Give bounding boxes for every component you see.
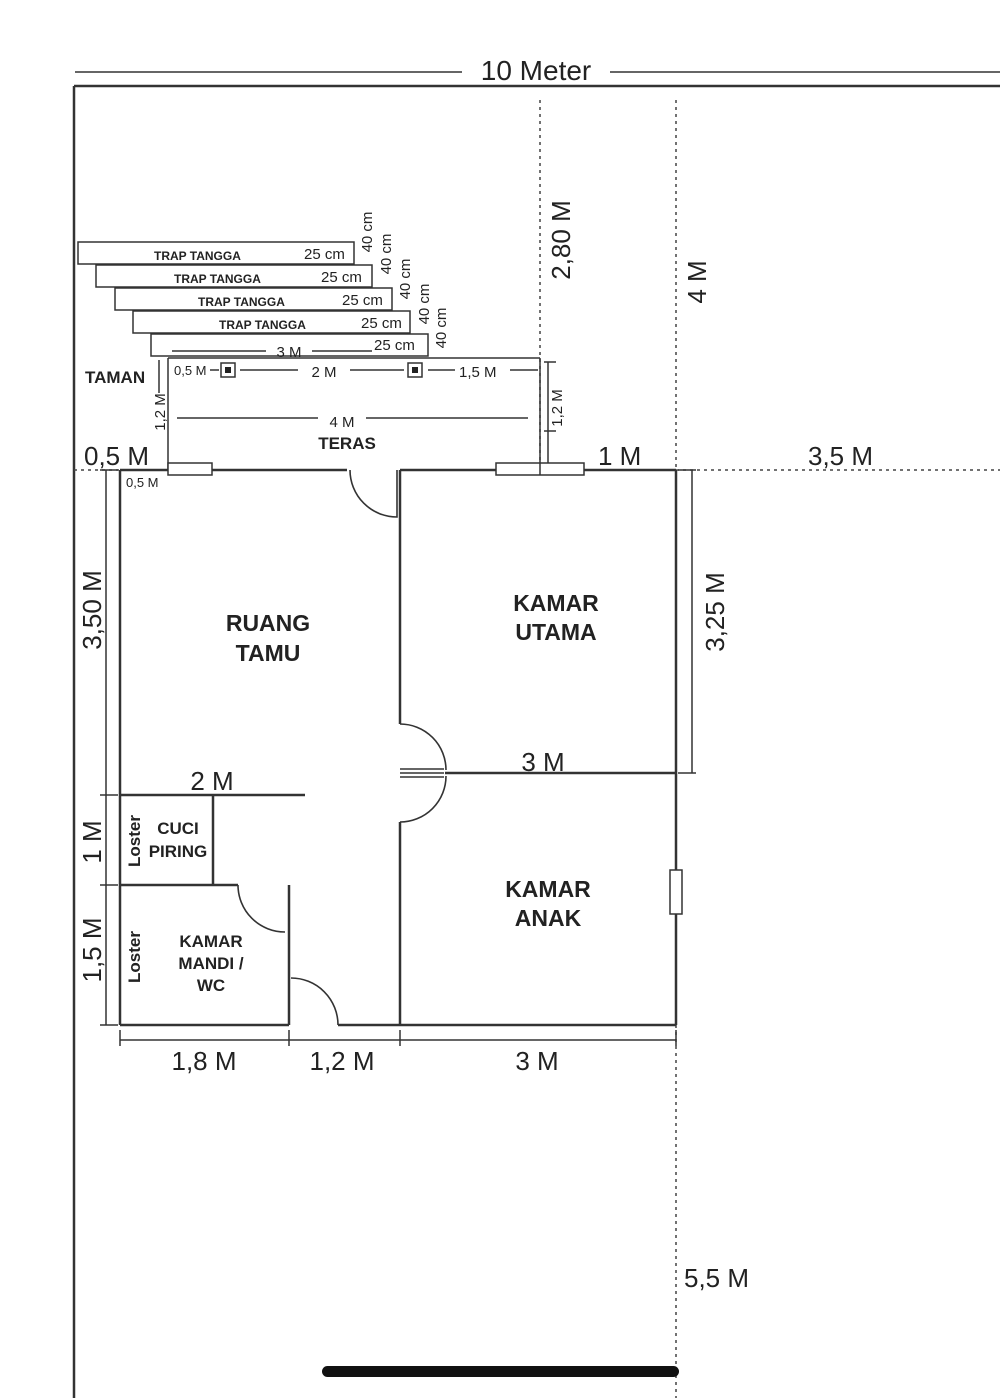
dim-3m-bottom: 3 M — [515, 1046, 558, 1076]
door-kamar-utama — [399, 723, 447, 771]
dim-2-80m: 2,80 M — [546, 200, 576, 280]
dim-2m-kitchen: 2 M — [190, 766, 233, 796]
label-ruang-tamu-1: RUANG — [226, 610, 310, 636]
stair-label-2: TRAP TANGGA — [174, 272, 261, 286]
label-taman: TAMAN — [85, 368, 145, 387]
label-kamar-mandi-2: MANDI / — [178, 954, 243, 973]
door-bathroom — [237, 884, 286, 933]
door-kamar-anak — [399, 775, 447, 823]
stair-label-1: TRAP TANGGA — [154, 249, 241, 263]
dim-2m-teras: 2 M — [311, 364, 336, 381]
dim-1-8m-bottom: 1,8 M — [171, 1046, 236, 1076]
window-side — [669, 869, 683, 915]
label-kamar-utama-2: UTAMA — [515, 619, 596, 645]
stair-step-2 — [95, 264, 373, 288]
stair-riser-3: 40 cm — [397, 259, 414, 300]
column-right-core — [412, 367, 418, 373]
label-kamar-utama-1: KAMAR — [513, 590, 599, 616]
dim-1-2m-bottom: 1,2 M — [309, 1046, 374, 1076]
terrace: 0,5 M 2 M 1,5 M 1,2 M 1,2 M 4 M TERAS — [152, 357, 566, 470]
dim-4m-teras: 4 M — [329, 414, 354, 431]
stair-step-3 — [114, 287, 393, 311]
label-loster-kitchen: Loster — [125, 815, 144, 867]
column-left-core — [225, 367, 231, 373]
dim-3-25m: 3,25 M — [700, 572, 730, 652]
dim-4m-right: 4 M — [682, 260, 712, 303]
label-kamar-anak-2: ANAK — [515, 905, 582, 931]
label-kamar-mandi-3: WC — [197, 976, 225, 995]
stair-tread-1: 25 cm — [304, 246, 345, 263]
stair-riser-5: 40 cm — [433, 308, 450, 349]
stair-label-3: TRAP TANGGA — [198, 295, 285, 309]
stair-step-1 — [77, 241, 355, 265]
dim-0-5m-column: 0,5 M — [174, 363, 207, 378]
stair-tread-5: 25 cm — [374, 337, 415, 354]
dim-1-5m-left: 1,5 M — [77, 917, 107, 982]
home-indicator-bar[interactable] — [322, 1366, 679, 1377]
stair-step-5 — [150, 333, 429, 357]
dim-1m: 1 M — [598, 441, 641, 471]
dim-stair-3m: 3 M — [276, 344, 301, 361]
stair-tread-3: 25 cm — [342, 292, 383, 309]
stair-label-4: TRAP TANGGA — [219, 318, 306, 332]
stair-riser-1: 40 cm — [359, 212, 376, 253]
dim-1m-left: 1 M — [77, 820, 107, 863]
plan-title: 10 Meter — [481, 55, 592, 86]
dim-3-50m: 3,50 M — [77, 570, 107, 650]
label-teras: TERAS — [318, 434, 376, 453]
label-cuci-piring-2: PIRING — [149, 842, 208, 861]
window-front-left — [167, 462, 213, 476]
stairs: TRAP TANGGA TRAP TANGGA TRAP TANGGA TRAP… — [77, 212, 450, 361]
dim-1-2m-left: 1,2 M — [152, 393, 169, 431]
label-loster-bathroom: Loster — [125, 931, 144, 983]
dim-3-5m: 3,5 M — [808, 441, 873, 471]
label-kamar-mandi-1: KAMAR — [179, 932, 242, 951]
label-cuci-piring-1: CUCI — [157, 819, 199, 838]
dim-1-5m: 1,5 M — [459, 364, 497, 381]
stair-step-4 — [132, 310, 411, 334]
label-ruang-tamu-2: TAMU — [236, 640, 301, 666]
dim-1-2m-right: 1,2 M — [549, 389, 566, 427]
stair-tread-4: 25 cm — [361, 315, 402, 332]
dim-0-5m-corner: 0,5 M — [126, 475, 159, 490]
door-back — [290, 977, 339, 1026]
stair-riser-2: 40 cm — [378, 234, 395, 275]
house-walls — [118, 468, 678, 1027]
stair-riser-4: 40 cm — [416, 284, 433, 325]
dim-0-5m-left: 0,5 M — [84, 441, 149, 471]
label-kamar-anak-1: KAMAR — [505, 876, 591, 902]
dim-3m-mid: 3 M — [521, 747, 564, 777]
door-front — [349, 469, 398, 518]
dim-5-5m: 5,5 M — [684, 1263, 749, 1293]
stair-tread-2: 25 cm — [321, 269, 362, 286]
